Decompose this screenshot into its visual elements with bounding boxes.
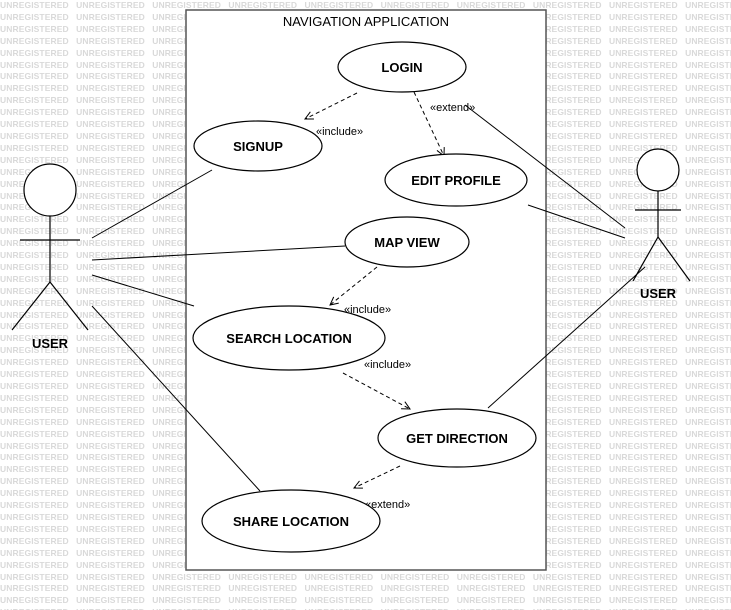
use-case-label: EDIT PROFILE bbox=[411, 173, 501, 188]
actor-user-left[interactable]: USER bbox=[11, 163, 89, 351]
stereotype-mapview-search: «include» bbox=[344, 304, 391, 316]
use-case-label: GET DIRECTION bbox=[406, 431, 508, 446]
assoc-user2-editprofile bbox=[527, 204, 626, 239]
actor-user-right[interactable]: USER bbox=[632, 148, 691, 301]
assoc-user-search bbox=[91, 274, 195, 307]
dep-login-editprofile bbox=[413, 91, 444, 156]
system-title: NAVIGATION APPLICATION bbox=[283, 14, 449, 29]
actor-label: USER bbox=[640, 286, 677, 301]
use-case-edit-profile[interactable]: EDIT PROFILE bbox=[384, 153, 528, 207]
system-boundary: NAVIGATION APPLICATION bbox=[185, 9, 547, 571]
actor-label: USER bbox=[32, 336, 69, 351]
use-case-search-location[interactable]: SEARCH LOCATION bbox=[192, 305, 386, 371]
use-case-label: SEARCH LOCATION bbox=[226, 331, 351, 346]
assoc-user-share bbox=[91, 305, 261, 492]
assoc-user-signup bbox=[91, 169, 213, 239]
assoc-user-mapview bbox=[91, 245, 346, 261]
stereotype-login-signup: «include» bbox=[316, 126, 363, 138]
dep-search-getdirection bbox=[342, 372, 410, 409]
stereotype-getdirection-share: «extend» bbox=[365, 499, 410, 511]
use-case-map-view[interactable]: MAP VIEW bbox=[344, 216, 470, 268]
use-case-label: SHARE LOCATION bbox=[233, 514, 349, 529]
use-case-signup[interactable]: SIGNUP bbox=[193, 120, 323, 172]
use-case-login[interactable]: LOGIN bbox=[337, 41, 467, 93]
stereotype-search-getdirection: «include» bbox=[364, 359, 411, 371]
stereotype-login-editprofile: «extend» bbox=[430, 102, 475, 114]
use-case-get-direction[interactable]: GET DIRECTION bbox=[377, 408, 537, 468]
assoc-user2-login bbox=[464, 104, 626, 229]
use-case-label: LOGIN bbox=[381, 60, 422, 75]
dep-mapview-search bbox=[330, 266, 378, 305]
dep-login-signup bbox=[305, 92, 358, 119]
use-case-label: MAP VIEW bbox=[374, 235, 440, 250]
assoc-user2-getdirection bbox=[487, 266, 646, 409]
dep-getdirection-share bbox=[354, 465, 401, 488]
use-case-share-location[interactable]: SHARE LOCATION bbox=[201, 489, 381, 553]
use-case-label: SIGNUP bbox=[233, 139, 283, 154]
